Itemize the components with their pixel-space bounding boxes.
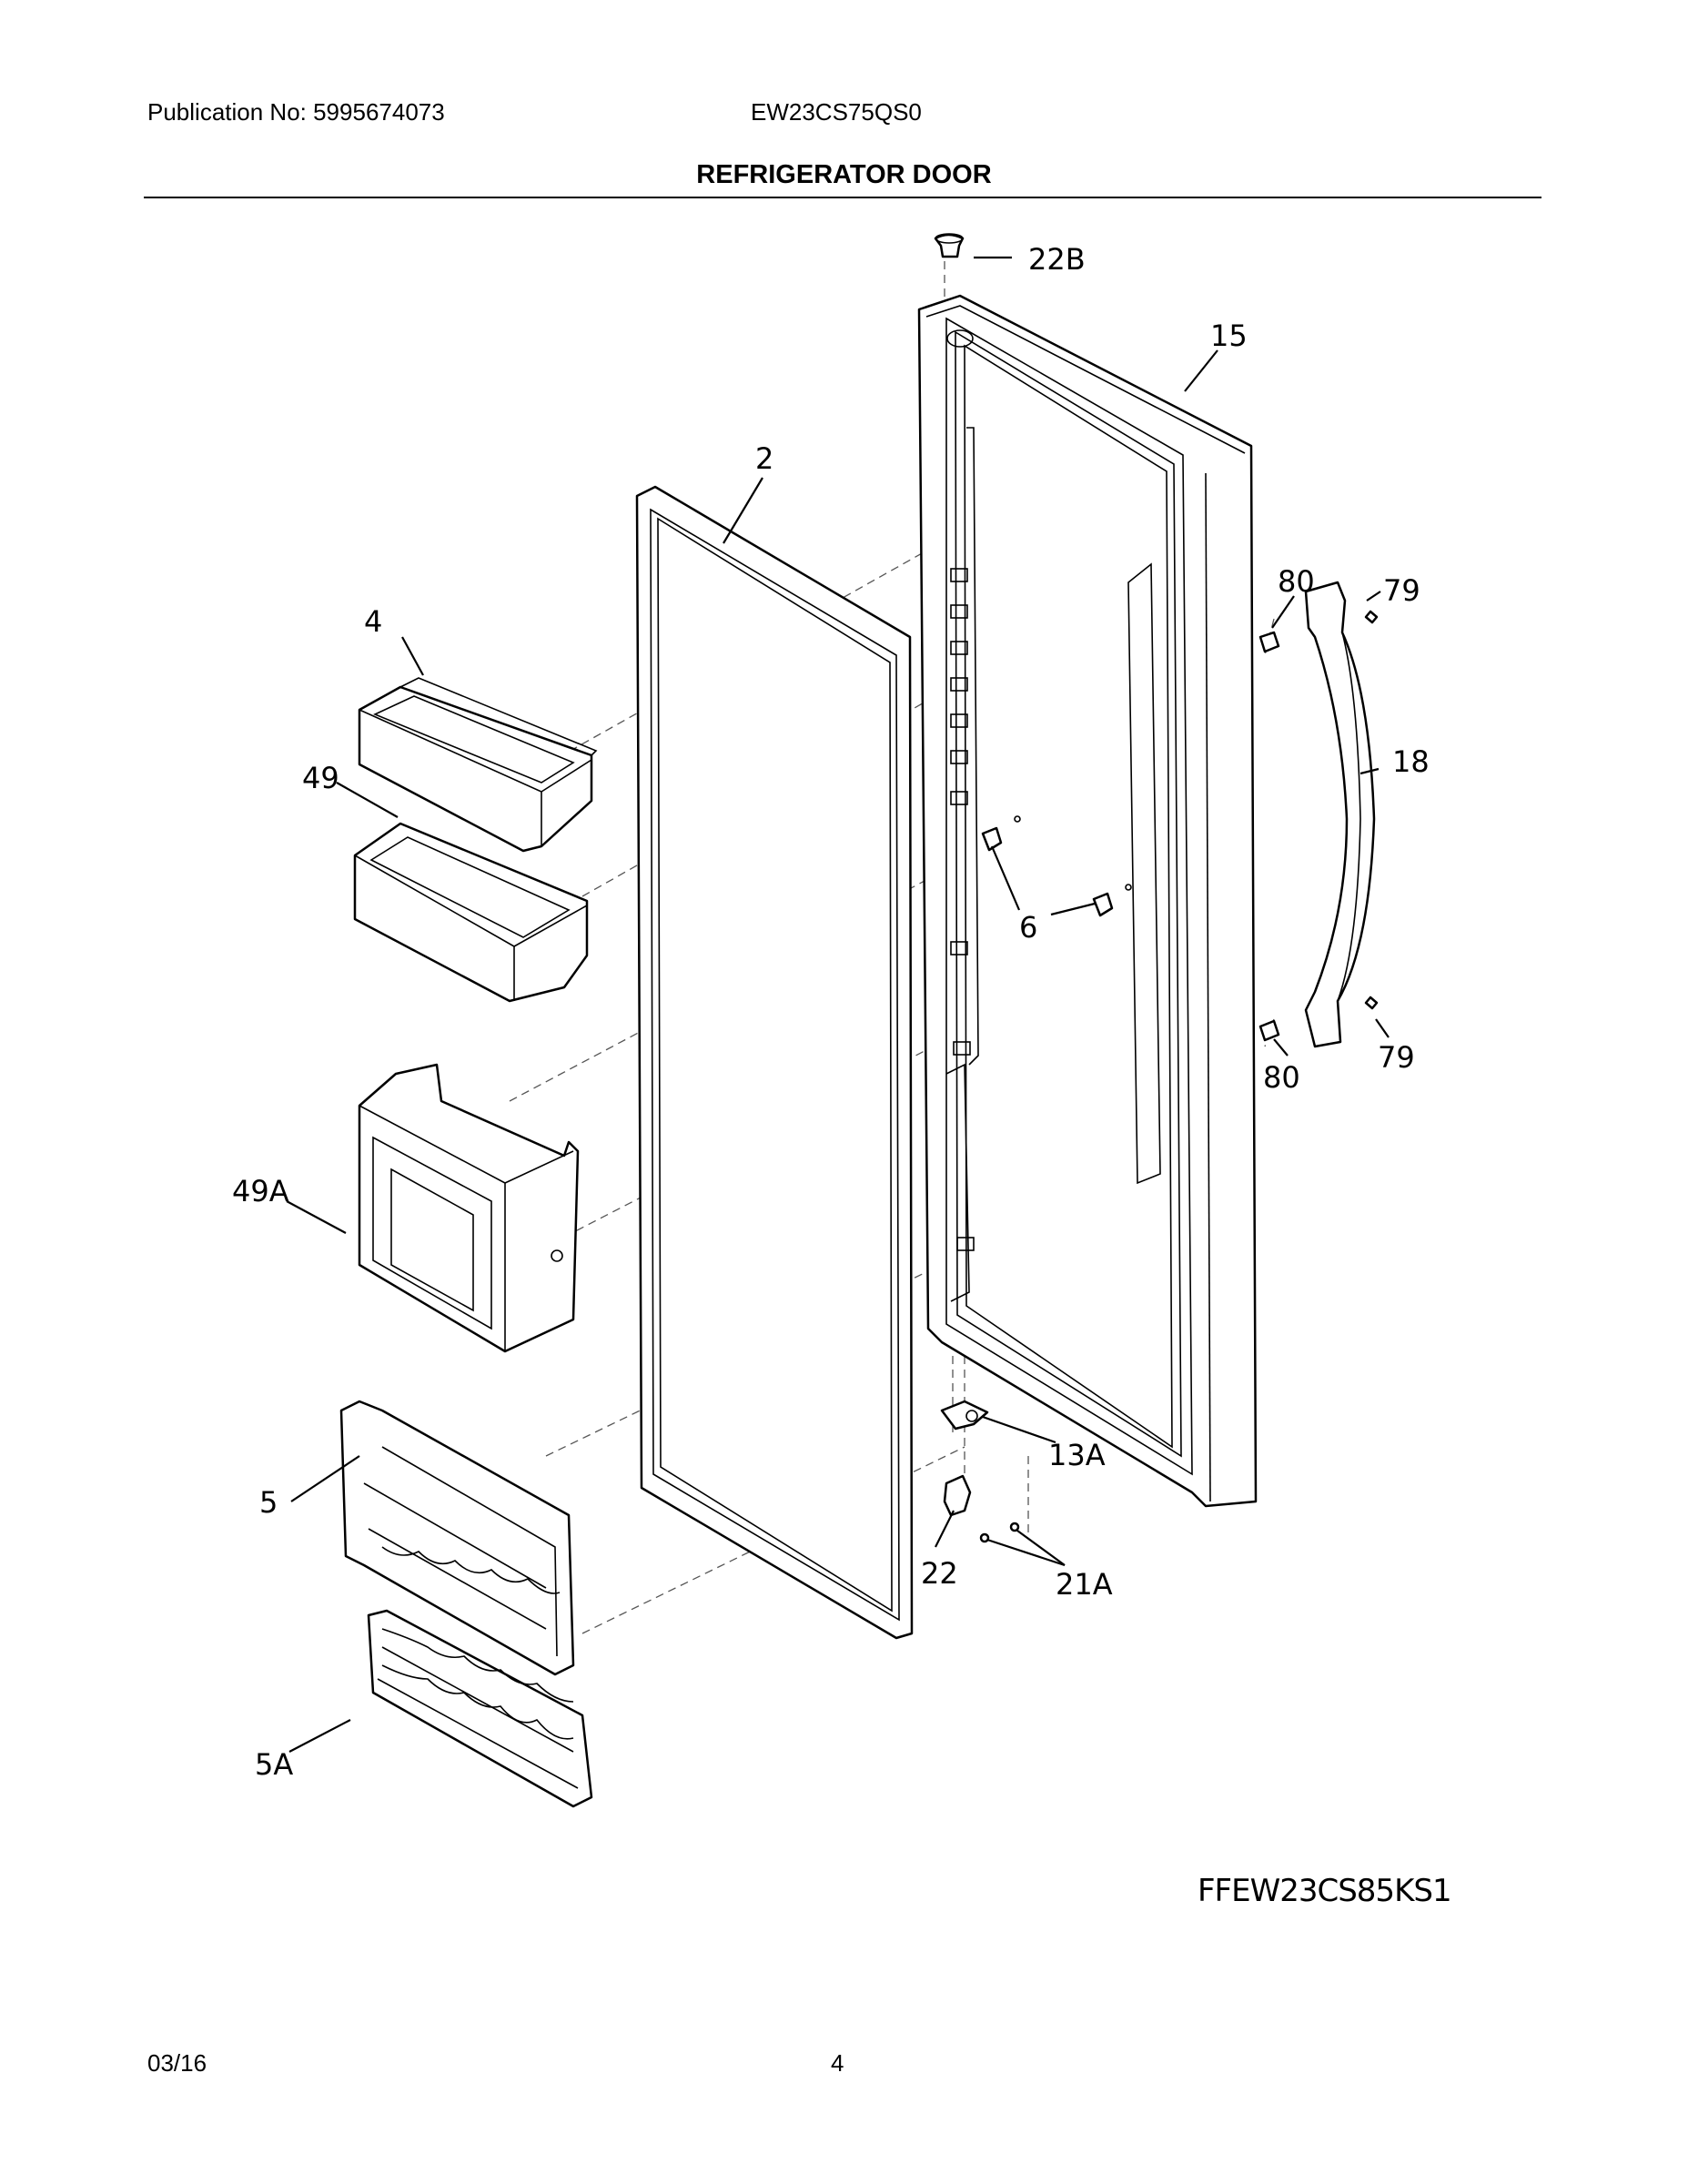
callout-21a: 21A	[1056, 1567, 1113, 1602]
callout-4: 4	[364, 604, 382, 639]
page-title: REFRIGERATOR DOOR	[696, 160, 992, 189]
part-49-door-bin	[353, 822, 589, 1003]
callout-80-lower: 80	[1263, 1060, 1300, 1095]
part-15-door-liner	[917, 294, 1258, 1508]
callout-2: 2	[755, 441, 773, 476]
callout-6: 6	[1019, 910, 1037, 945]
part-4-door-bin	[358, 677, 598, 853]
callout-49: 49	[302, 761, 339, 795]
part-22b-cap	[934, 233, 965, 258]
part-5a-lower-door-rack	[367, 1609, 593, 1808]
callout-labels: 22B 15 2 4 49 80 79 18 6 80 79 49A 13A 5…	[232, 242, 1430, 1782]
model-number: EW23CS75QS0	[751, 98, 922, 126]
callout-leader-lines	[286, 256, 1390, 1753]
part-5-door-rack	[339, 1400, 575, 1676]
callout-22b: 22B	[1028, 242, 1086, 277]
page-number: 4	[831, 2049, 844, 2077]
callout-13a: 13A	[1048, 1438, 1106, 1472]
part-2-door-gasket	[635, 485, 914, 1640]
part-18-door-handle	[1304, 581, 1376, 1048]
callout-22: 22	[921, 1556, 958, 1591]
callout-5: 5	[259, 1485, 278, 1520]
callout-15: 15	[1210, 318, 1248, 353]
footer-date: 03/16	[147, 2049, 207, 2077]
part-49a-dispenser-bin	[358, 1063, 580, 1353]
callout-80-upper: 80	[1278, 564, 1315, 599]
callout-49a: 49A	[232, 1174, 289, 1208]
callout-79-upper: 79	[1383, 573, 1420, 608]
header-rule	[144, 197, 1541, 198]
publication-number: Publication No: 5995674073	[147, 98, 445, 126]
fasteners	[940, 610, 1379, 1543]
model-code-label: FFEW23CS85KS1	[1198, 1873, 1452, 1909]
callout-79-lower: 79	[1378, 1040, 1415, 1075]
callout-5a: 5A	[255, 1747, 293, 1782]
callout-18: 18	[1392, 744, 1430, 779]
